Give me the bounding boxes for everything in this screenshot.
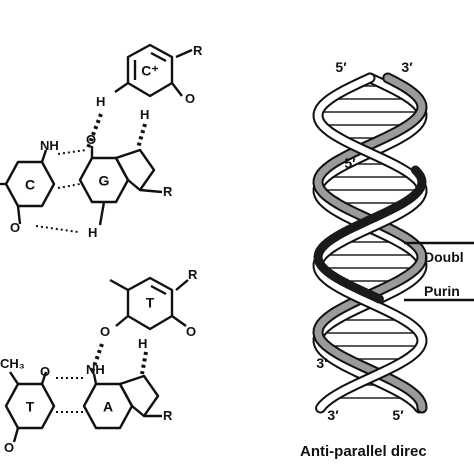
helix-end-bottom-right: 5′ — [392, 407, 404, 423]
thymine-top-ring: T R O O H — [100, 267, 198, 351]
atom-h-cplus-2: H — [140, 107, 149, 122]
atom-n-adenine: NH — [86, 362, 105, 377]
atom-o-guanine: O — [86, 132, 96, 147]
hbond-wc-1 — [57, 149, 87, 155]
helix-third-strand — [313, 165, 427, 304]
atom-nh-cytosine: NH — [40, 138, 59, 153]
cytosine-ring: C NH O — [0, 138, 59, 235]
hbond-hoogsteen-2 — [136, 123, 147, 149]
helix-backbone-white — [314, 74, 426, 412]
atom-h-thymine-top: H — [138, 336, 147, 351]
atom-h-cplus-1: H — [96, 94, 105, 109]
helix-backbone-white-2 — [314, 74, 426, 412]
helix-end-inner: 5′ — [344, 155, 356, 171]
callout-double: Doubl — [424, 249, 464, 265]
atom-o-thymine-top-2: O — [100, 324, 110, 339]
hbond-hoogsteen-3 — [90, 343, 104, 373]
base-label-cytosine: C — [25, 177, 35, 193]
base-label-thymine-top: T — [146, 295, 155, 311]
triplex-tat: T R O O H A NH R T CH₃ O — [0, 267, 198, 455]
atom-r-guanine: R — [163, 184, 173, 199]
atom-ch3-thymine-left: CH₃ — [0, 356, 25, 371]
atom-r-adenine: R — [163, 408, 173, 423]
base-label-cytosine-plus: C⁺ — [141, 63, 159, 79]
helix-caption: Anti-parallel direc — [300, 443, 427, 460]
atom-o-thymine-left-2: O — [4, 440, 14, 455]
thymine-left-ring: T CH₃ O O — [0, 356, 56, 455]
helix-end-top-right: 3′ — [401, 59, 413, 75]
adenine-ring: A NH R — [82, 362, 173, 430]
guanine-ring: G O R H — [78, 132, 173, 240]
helix-end-top-left: 5′ — [335, 59, 347, 75]
atom-r-cplus: R — [193, 43, 203, 58]
atom-h-guanine: H — [88, 225, 97, 240]
atom-o-cytosine: O — [10, 220, 20, 235]
hbond-hoogsteen-4 — [140, 351, 148, 375]
helix-end-bottom-left: 3′ — [327, 407, 339, 423]
cytosine-plus-ring: C⁺ O R H H — [96, 43, 203, 122]
helix-end-bottom-inner: 3′ — [316, 355, 328, 371]
hbond-wc-2 — [57, 183, 81, 189]
atom-o-thymine-left: O — [40, 364, 50, 379]
triplex-cgc: C⁺ O R H H G O R H — [0, 43, 203, 240]
callout-purine: Purin — [424, 283, 460, 299]
base-label-adenine: A — [103, 399, 113, 415]
hbond-wc-3 — [35, 225, 79, 233]
base-label-guanine: G — [99, 173, 110, 189]
base-label-thymine-left: T — [26, 399, 35, 415]
atom-r-thymine-top: R — [188, 267, 198, 282]
atom-o-thymine-top: O — [186, 324, 196, 339]
atom-o-cplus: O — [185, 91, 195, 106]
